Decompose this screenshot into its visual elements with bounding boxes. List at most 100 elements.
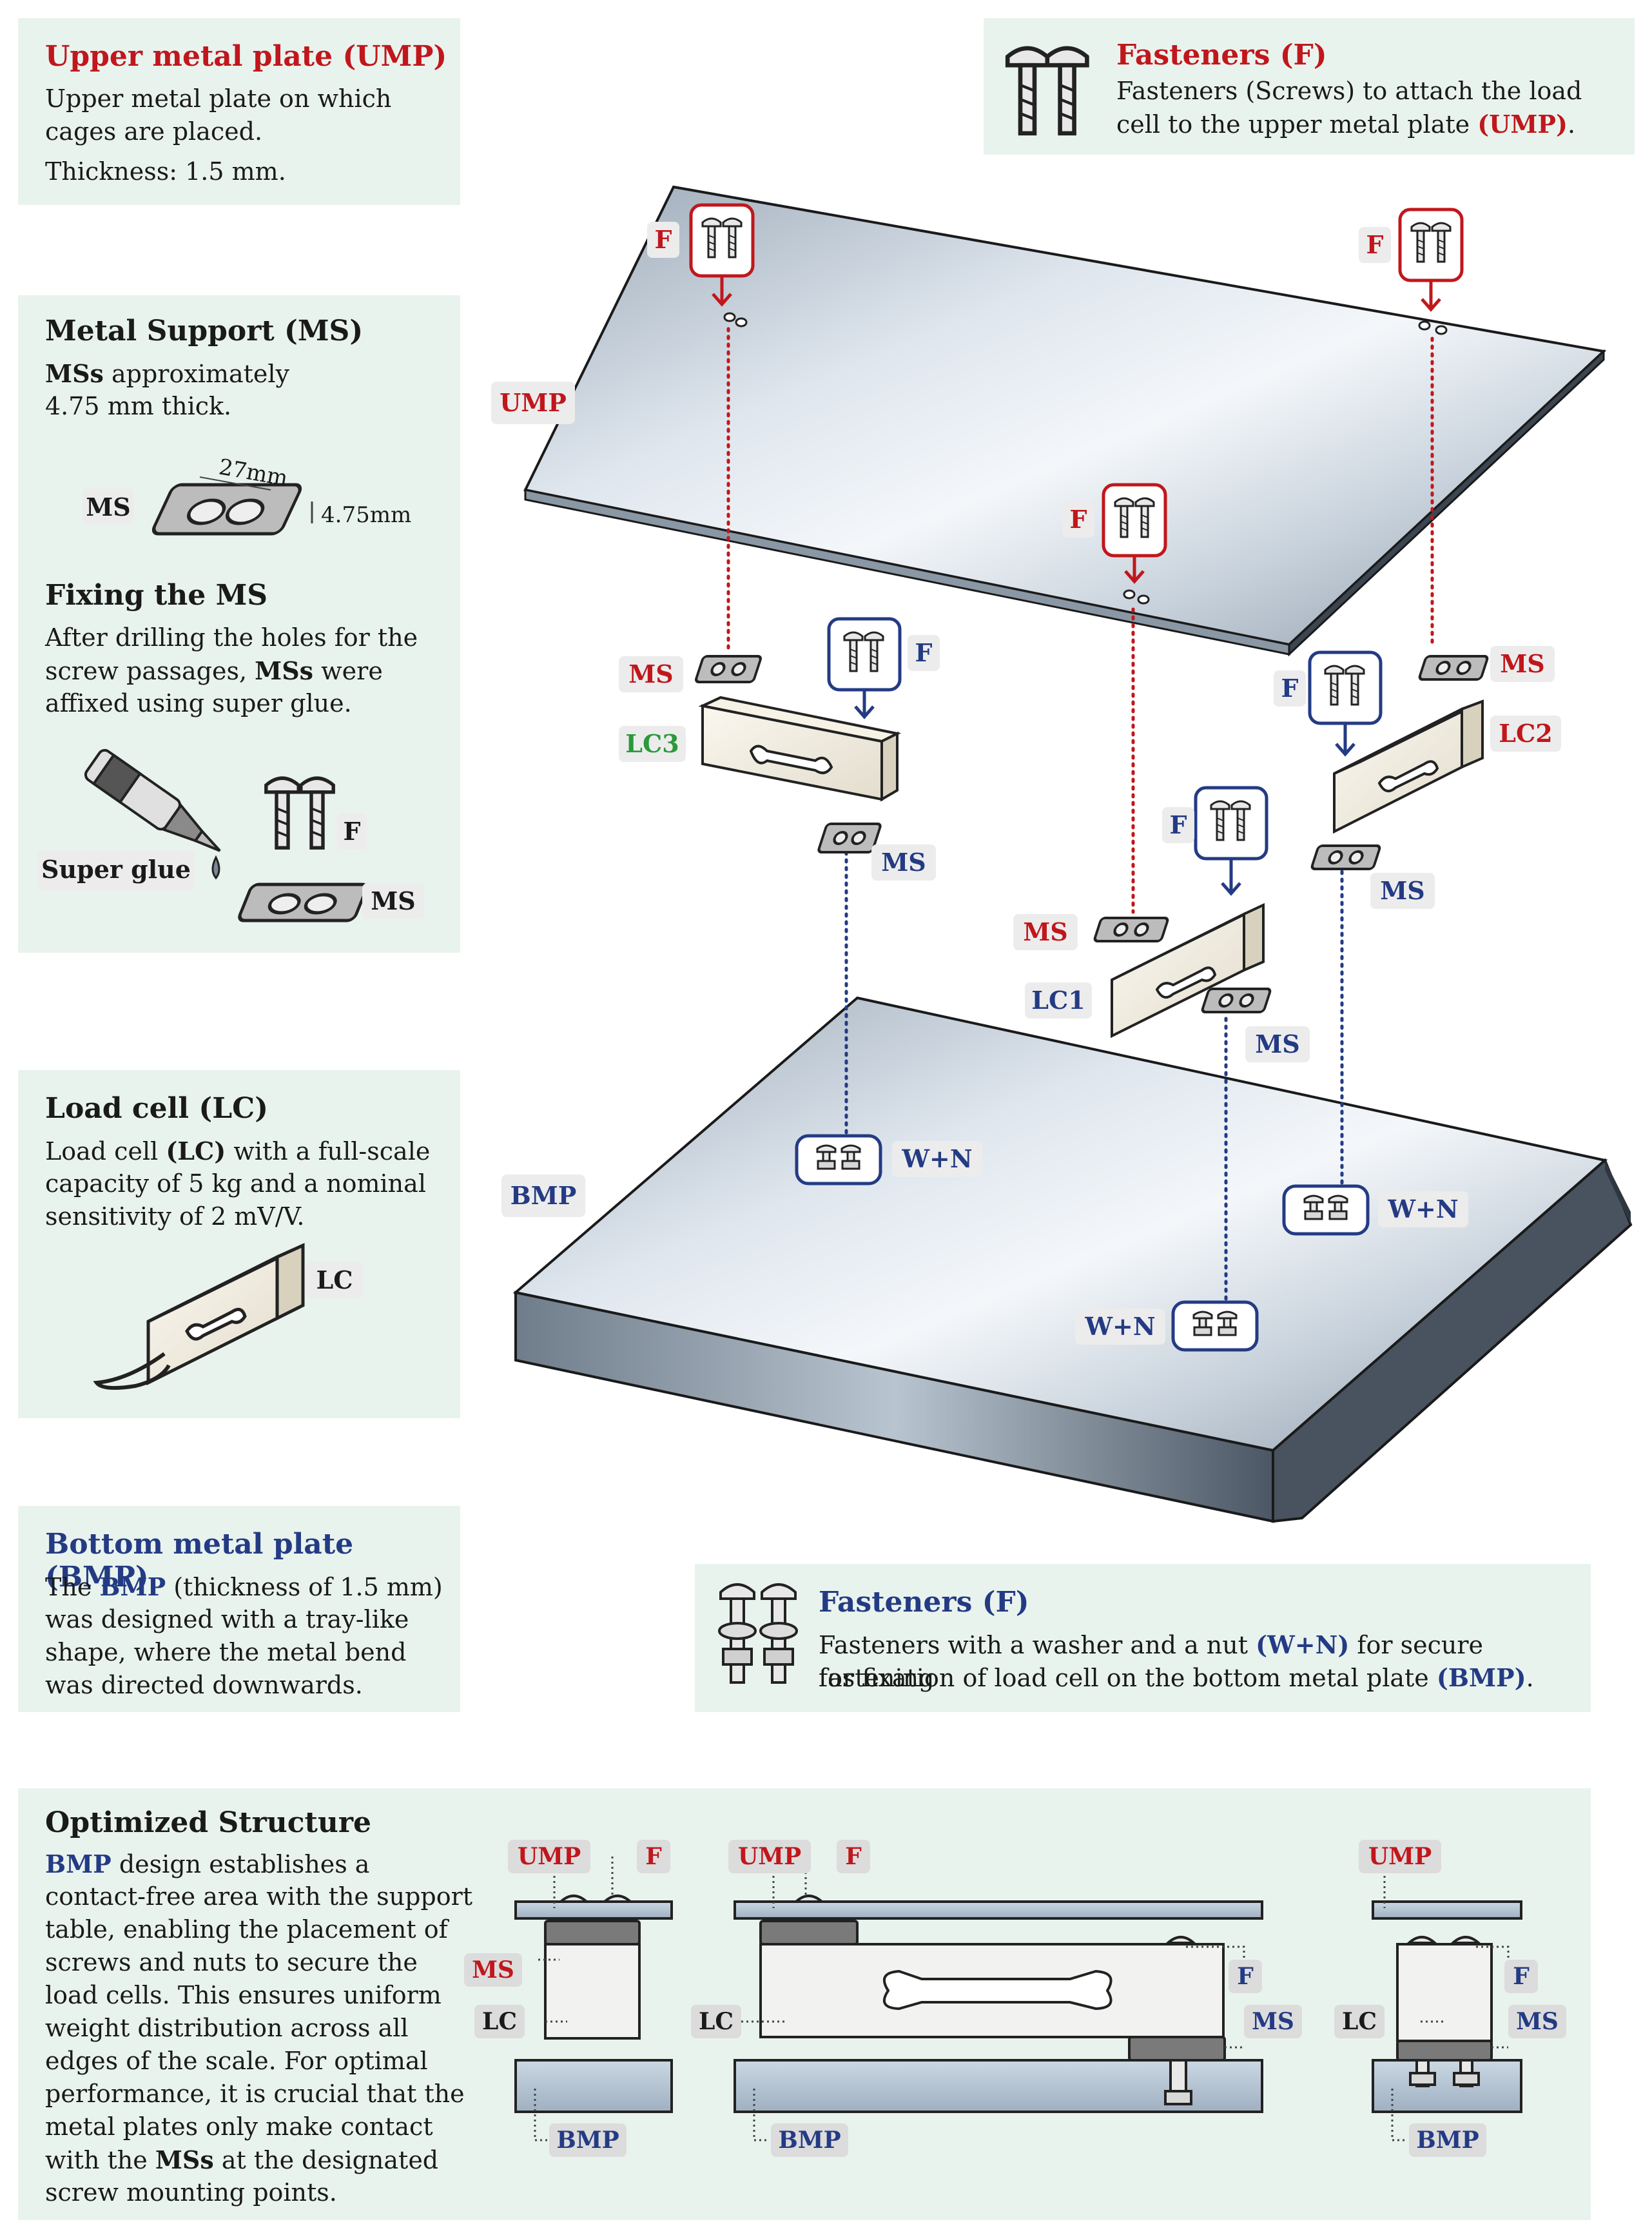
ft-line2-bold: (UMP) bbox=[1477, 110, 1568, 139]
cs3-ms-tag: MS bbox=[1516, 2008, 1559, 2035]
ump-info-panel: Upper metal plate (UMP) Upper metal plat… bbox=[18, 18, 460, 205]
cross-section-3 bbox=[1372, 1900, 1522, 2113]
cs1-lc-tag: LC bbox=[482, 2008, 517, 2035]
lc-info-panel: Load cell (LC) Load cell (LC) with a ful… bbox=[18, 1070, 460, 1418]
bmp-plate-label: BMP bbox=[510, 1181, 577, 1210]
f-label-1: F bbox=[655, 225, 672, 254]
ms-label-lc2-top: MS bbox=[1500, 649, 1545, 678]
bmp-panel-text-3: shape, where the metal bend bbox=[45, 1638, 407, 1666]
f-callout-6 bbox=[1194, 786, 1268, 896]
load-cell-lc3 bbox=[698, 696, 902, 802]
glue-f-tag: F bbox=[344, 817, 361, 846]
cs3-f-tag: F bbox=[1513, 1963, 1530, 1990]
load-cell-lc1 bbox=[1111, 902, 1265, 1038]
wn-label-1: W+N bbox=[901, 1144, 972, 1173]
opt-line-5: load cells. This ensures uniform bbox=[45, 1981, 442, 2009]
load-cell-lc2 bbox=[1333, 699, 1484, 834]
bmp-panel-text-1: The BMP (thickness of 1.5 mm) bbox=[45, 1570, 443, 1604]
cross-section-tags: UMP F MS LC BMP UMP F LC F MS BMP UMP LC… bbox=[464, 1840, 1566, 2157]
bmp-panel-title: Bottom metal plate (BMP) bbox=[45, 1528, 354, 1594]
f-callout-5 bbox=[1308, 650, 1383, 757]
opt-line1-post: design establishes a bbox=[111, 1850, 370, 1878]
opt-line-2: contact-free area with the support bbox=[45, 1882, 473, 1911]
opt-line10-bold: MSs bbox=[155, 2145, 214, 2174]
f-label-4: F bbox=[915, 638, 933, 667]
lc-line1-pre: Load cell bbox=[45, 1137, 166, 1165]
f-callout-1 bbox=[689, 203, 755, 307]
fixing-ms-title: Fixing the MS bbox=[45, 579, 268, 612]
opt-line-1: BMP design establishes a bbox=[45, 1848, 369, 1881]
wn-label-2: W+N bbox=[1387, 1195, 1458, 1224]
guide-lines bbox=[726, 327, 1434, 1317]
screw-pair-icon bbox=[1007, 48, 1087, 133]
ms-label-lc3-top: MS bbox=[628, 659, 674, 688]
opt-line-7: edges of the scale. For optimal bbox=[45, 2047, 428, 2075]
cross-section-1 bbox=[514, 1895, 673, 2113]
lc1-label: LC1 bbox=[1031, 986, 1085, 1015]
fasteners-bottom-title: Fasteners (F) bbox=[819, 1586, 1029, 1619]
fasteners-top-title: Fasteners (F) bbox=[1116, 39, 1327, 72]
load-cell-illustration: LC bbox=[93, 1243, 364, 1390]
cross-section-leaders bbox=[534, 1857, 1510, 2141]
ms-dimension-illustration: MS 27mm 4.75mm bbox=[83, 454, 411, 536]
glue-ms-tag: MS bbox=[371, 886, 416, 915]
bmp-panel-text-2: was designed with a tray-like bbox=[45, 1605, 409, 1633]
opt-line10-post: at the designated bbox=[213, 2146, 439, 2174]
fasteners-bottom-panel: Fasteners (F) Fasteners with a washer an… bbox=[695, 1564, 1591, 1712]
lc-panel-text-3: sensitivity of 2 mV/V. bbox=[45, 1202, 305, 1231]
super-glue-label: Super glue bbox=[41, 855, 191, 884]
bottom-metal-plate bbox=[512, 996, 1633, 1523]
opt-line-9: metal plates only make contact bbox=[45, 2112, 433, 2141]
ump-panel-text-3: Thickness: 1.5 mm. bbox=[45, 157, 286, 186]
cs2-bmp-tag: BMP bbox=[778, 2127, 841, 2154]
fasteners-bottom-text-2: for fixation of load cell on the bottom … bbox=[819, 1661, 1534, 1695]
f-callout-2 bbox=[1398, 208, 1464, 312]
ms-label-lc1-top: MS bbox=[1023, 917, 1068, 946]
bmp-line1-bold: BMP bbox=[99, 1572, 166, 1601]
lc2-label: LC2 bbox=[1499, 719, 1552, 748]
wn-label-3: W+N bbox=[1084, 1312, 1155, 1341]
ft-line2-post: . bbox=[1567, 110, 1576, 139]
ms-line1-rest: approximately bbox=[103, 360, 289, 388]
ump-plate-label: UMP bbox=[500, 388, 567, 417]
wn-callout-3 bbox=[1171, 1300, 1259, 1352]
fixing-line2-bold: MSs bbox=[255, 656, 314, 685]
cs1-ms-tag: MS bbox=[472, 1956, 514, 1984]
fixing-line2-pre: screw passages, bbox=[45, 657, 255, 685]
fixing-ms-text-3: affixed using super glue. bbox=[45, 689, 352, 717]
ms-label-lc3-bottom: MS bbox=[881, 848, 926, 877]
opt-line1-bold: BMP bbox=[45, 1849, 112, 1878]
ms-height-dimension: 4.75mm bbox=[321, 502, 411, 528]
ms-label-lc2-bottom: MS bbox=[1380, 876, 1425, 905]
fixing-line2-post: were bbox=[313, 657, 383, 685]
ft-line2-pre: cell to the upper metal plate bbox=[1116, 110, 1478, 139]
ms-panel-text-1: MSs approximately bbox=[45, 357, 289, 391]
ms-panel-title: Metal Support (MS) bbox=[45, 315, 364, 347]
f-callout-3 bbox=[1102, 483, 1167, 584]
cs2-lc-tag: LC bbox=[699, 2008, 734, 2035]
ump-screw-holes bbox=[723, 312, 1448, 605]
lc-panel-text-1: Load cell (LC) with a full-scale bbox=[45, 1135, 430, 1168]
ump-panel-text-1: Upper metal plate on which bbox=[45, 84, 392, 113]
lc-line1-bold: (LC) bbox=[166, 1136, 226, 1165]
f-label-5: F bbox=[1281, 674, 1299, 703]
optimized-title: Optimized Structure bbox=[45, 1806, 372, 1839]
fb-line2-post: . bbox=[1526, 1664, 1534, 1692]
bmp-panel-text-4: was directed downwards. bbox=[45, 1671, 363, 1699]
opt-line-8: performance, it is crucial that the bbox=[45, 2080, 465, 2108]
fb-line1-pre: Fasteners with a washer and a nut bbox=[819, 1631, 1256, 1659]
upper-metal-plate bbox=[523, 185, 1607, 657]
ms-panel-ms-tag: MS bbox=[86, 492, 131, 522]
super-glue-illustration: Super glue F MS bbox=[37, 748, 424, 922]
cs3-ump-tag: UMP bbox=[1368, 1843, 1432, 1870]
opt-line-4: screws and nuts to secure the bbox=[45, 1948, 418, 1976]
f-label-6: F bbox=[1170, 810, 1187, 839]
cross-section-2 bbox=[734, 1895, 1263, 2113]
cs3-bmp-tag: BMP bbox=[1416, 2127, 1479, 2154]
lc3-label: LC3 bbox=[625, 729, 679, 758]
fb-line1-post: for secure fastening bbox=[819, 1631, 1483, 1692]
cs1-f-tag: F bbox=[645, 1843, 662, 1870]
bmp-info-panel: Bottom metal plate (BMP) The BMP (thickn… bbox=[18, 1506, 460, 1712]
cs3-lc-tag: LC bbox=[1342, 2008, 1377, 2035]
